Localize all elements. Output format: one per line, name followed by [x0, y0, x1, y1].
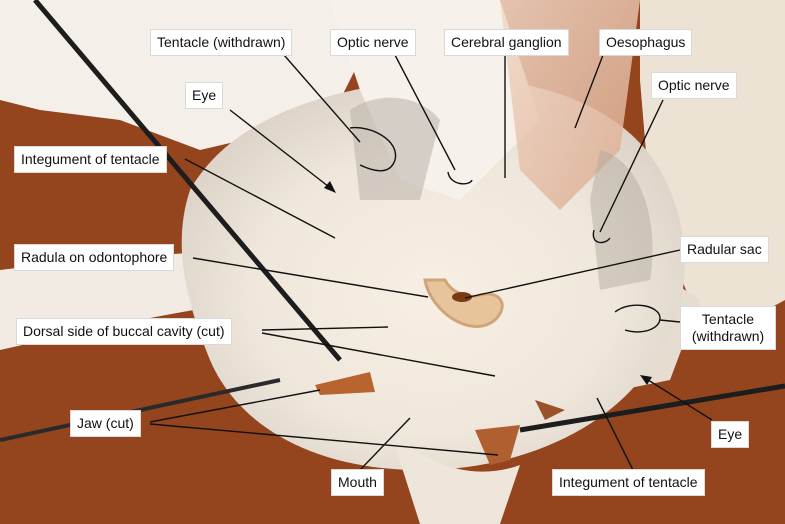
jaw-left — [315, 372, 375, 395]
right-lobe-shadow — [590, 150, 653, 290]
pin-upper-left — [33, 0, 342, 362]
bracket-optic-right — [592, 229, 611, 244]
leader-dorsal-1 — [261, 326, 389, 331]
label-mouth: Mouth — [331, 469, 384, 496]
leader-integument-top — [184, 158, 336, 239]
jaw-right — [475, 425, 520, 465]
leader-optic-left — [394, 54, 456, 171]
label-optic-nerve-right: Optic nerve — [651, 72, 737, 99]
leader-tentacle-top — [283, 54, 361, 143]
label-oesophagus: Oesophagus — [599, 29, 693, 56]
lower-lobe — [390, 430, 520, 524]
label-optic-nerve-left: Optic nerve — [330, 29, 416, 56]
leader-lines — [149, 54, 713, 471]
label-jaw-cut: Jaw (cut) — [70, 410, 141, 437]
arrowheads — [324, 181, 652, 385]
jaw-cut-right — [535, 400, 565, 420]
leader-jaw-1 — [149, 389, 321, 423]
leader-eye-right — [644, 377, 713, 421]
label-cerebral-ganglion: Cerebral ganglion — [444, 29, 569, 56]
leader-eye-top — [229, 109, 334, 191]
leader-dorsal-2 — [261, 332, 496, 377]
bracket-tentacle-right — [614, 304, 661, 333]
left-lobe-shadow — [350, 97, 440, 200]
label-integument-top: Integument of tentacle — [14, 146, 167, 173]
arrowhead-eye-top — [324, 181, 336, 193]
label-tentacle-right-line2: (withdrawn) — [691, 328, 765, 344]
radular-sac-spot — [452, 292, 472, 302]
label-eye-top: Eye — [185, 82, 224, 109]
pin-right — [519, 383, 785, 433]
leader-tentacle-right — [659, 319, 681, 323]
arrowhead-eye-right — [640, 375, 652, 385]
bracket-tentacle-top — [349, 126, 397, 172]
label-tentacle-withdrawn-top: Tentacle (withdrawn) — [150, 29, 293, 56]
label-dorsal-buccal-cavity: Dorsal side of buccal cavity (cut) — [16, 318, 232, 345]
label-tentacle-right-line1: Tentacle — [701, 311, 755, 327]
label-radula-on-odontophore: Radula on odontophore — [14, 244, 175, 271]
label-tentacle-withdrawn-right: Tentacle (withdrawn) — [680, 306, 776, 350]
leader-optic-right — [599, 99, 664, 233]
leader-radular-sac — [464, 249, 681, 299]
leader-integument-bottom — [596, 397, 634, 471]
leader-mouth — [359, 417, 411, 471]
leader-radula — [192, 257, 429, 298]
leader-oesophagus — [574, 54, 604, 129]
leader-jaw-2 — [149, 423, 499, 456]
radula — [423, 278, 504, 328]
label-integument-bottom: Integument of tentacle — [552, 469, 705, 496]
bracket-optic-left — [447, 171, 473, 185]
label-radular-sac: Radular sac — [680, 236, 769, 263]
label-eye-right: Eye — [711, 421, 750, 448]
